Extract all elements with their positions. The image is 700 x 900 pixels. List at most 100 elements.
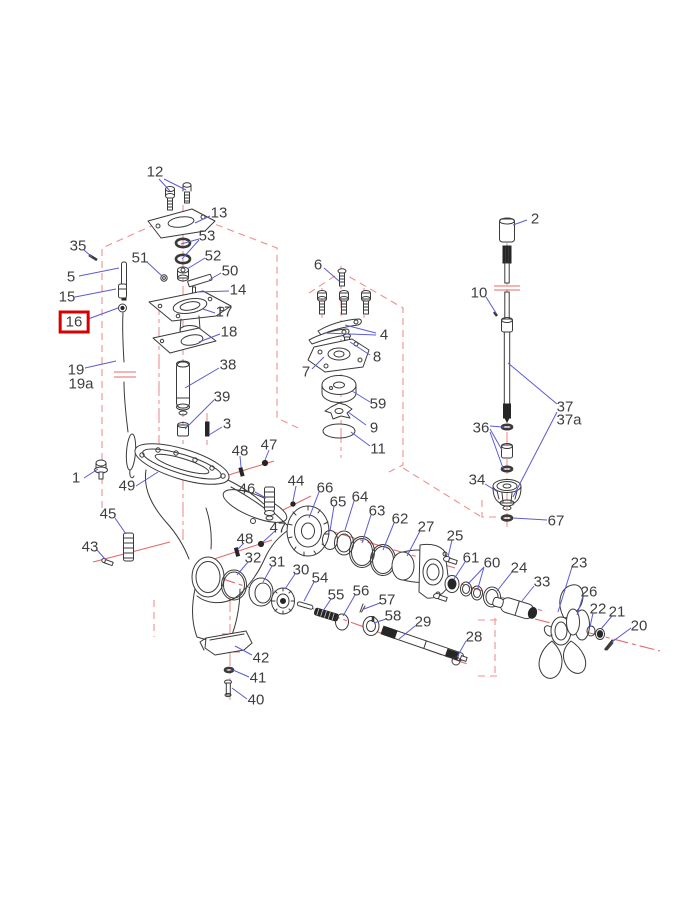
ring-56-drawing	[335, 613, 349, 631]
part-label-40[interactable]: 40	[247, 691, 265, 709]
part-label-37[interactable]: 37	[556, 398, 574, 416]
spacer-33-drawing	[492, 596, 538, 620]
part-label-63[interactable]: 63	[368, 502, 386, 520]
part-label-17[interactable]: 17	[215, 303, 233, 321]
bolt-1-drawing	[94, 459, 108, 480]
part-label-26[interactable]: 26	[580, 583, 598, 601]
water-pump-group	[307, 268, 371, 439]
part-label-2[interactable]: 2	[530, 210, 540, 228]
part-label-66[interactable]: 66	[316, 479, 334, 497]
ring-32-drawing	[221, 569, 247, 601]
part-label-67[interactable]: 67	[547, 512, 565, 530]
part-label-8[interactable]: 8	[372, 348, 382, 366]
washer-41-drawing	[223, 666, 235, 674]
part-label-25[interactable]: 25	[446, 527, 464, 545]
part-label-33[interactable]: 33	[533, 573, 551, 591]
part-label-15[interactable]: 15	[58, 288, 76, 306]
part-label-13[interactable]: 13	[210, 204, 228, 222]
part-label-7[interactable]: 7	[301, 363, 311, 381]
part-label-41[interactable]: 41	[249, 669, 267, 687]
pin-10-drawing	[492, 311, 499, 317]
washer-22-drawing	[586, 625, 596, 637]
part-label-45[interactable]: 45	[99, 505, 117, 523]
part-label-60[interactable]: 60	[483, 554, 501, 572]
spacer-26-drawing	[566, 608, 590, 641]
part-label-48-lower[interactable]: 48	[236, 530, 254, 548]
links-4-drawing	[308, 318, 362, 345]
part-label-6[interactable]: 6	[313, 256, 323, 274]
plate-13-drawing	[147, 208, 216, 239]
part-label-16-selected[interactable]: 16	[58, 310, 90, 334]
part-label-19a[interactable]: 19a	[68, 375, 94, 393]
part-label-23[interactable]: 23	[570, 554, 588, 572]
part-label-5[interactable]: 5	[66, 268, 76, 286]
part-label-47-upper[interactable]: 47	[260, 436, 278, 454]
bolt-40-drawing	[224, 679, 232, 698]
part-label-14[interactable]: 14	[229, 281, 247, 299]
part-label-12[interactable]: 12	[146, 163, 164, 181]
part-label-20[interactable]: 20	[630, 617, 648, 635]
washers-60-drawing	[460, 581, 483, 601]
bushing-15-drawing	[118, 283, 127, 299]
part-label-9[interactable]: 9	[369, 419, 379, 437]
part-label-27[interactable]: 27	[417, 518, 435, 536]
part-label-43[interactable]: 43	[81, 538, 99, 556]
part-label-30[interactable]: 30	[292, 561, 310, 579]
part-label-21[interactable]: 21	[608, 603, 626, 621]
part-label-59[interactable]: 59	[369, 395, 387, 413]
part-label-46[interactable]: 46	[238, 480, 256, 498]
part-label-32[interactable]: 32	[244, 549, 262, 567]
part-label-44[interactable]: 44	[287, 472, 305, 490]
part-label-38[interactable]: 38	[219, 356, 237, 374]
part-label-57[interactable]: 57	[378, 591, 396, 609]
nut-21-drawing	[595, 628, 605, 640]
nut-16-drawing	[118, 303, 127, 313]
part-label-4[interactable]: 4	[379, 326, 389, 344]
part-label-64[interactable]: 64	[351, 488, 369, 506]
part-label-31[interactable]: 31	[268, 553, 286, 571]
part-label-49[interactable]: 49	[118, 477, 136, 495]
part-label-54[interactable]: 54	[311, 569, 329, 587]
part-label-42[interactable]: 42	[252, 649, 270, 667]
part-label-18[interactable]: 18	[220, 323, 238, 341]
part-label-36[interactable]: 36	[472, 419, 490, 437]
part-label-47-lower[interactable]: 47	[269, 519, 287, 537]
part-label-19[interactable]: 19	[67, 361, 85, 379]
part-label-29[interactable]: 29	[414, 613, 432, 631]
part-label-52[interactable]: 52	[204, 247, 222, 265]
gearcase-housing-group	[94, 443, 296, 698]
driveshaft-37-drawing	[501, 245, 513, 424]
spacer-52-drawing	[177, 266, 189, 282]
part-label-48-upper[interactable]: 48	[231, 442, 249, 460]
part-label-11[interactable]: 11	[370, 440, 386, 458]
part-label-35[interactable]: 35	[69, 237, 87, 255]
part-label-22[interactable]: 22	[589, 600, 607, 618]
key-50-drawing	[187, 273, 213, 288]
part-label-1[interactable]: 1	[71, 469, 81, 487]
part-label-39[interactable]: 39	[213, 388, 231, 406]
part-label-58[interactable]: 58	[384, 607, 402, 625]
part-label-28[interactable]: 28	[465, 628, 483, 646]
part-label-61[interactable]: 61	[462, 549, 480, 567]
part-label-65[interactable]: 65	[329, 493, 347, 511]
part-label-56[interactable]: 56	[352, 582, 370, 600]
part-label-10[interactable]: 10	[470, 284, 488, 302]
bolt-43-drawing	[101, 558, 114, 567]
gear-66-drawing	[286, 505, 330, 557]
part-label-3[interactable]: 3	[222, 415, 232, 433]
part-label-53[interactable]: 53	[198, 227, 216, 245]
part-label-24[interactable]: 24	[510, 559, 528, 577]
shift-rod-19-drawing	[122, 312, 129, 433]
nut-28-drawing	[451, 656, 461, 666]
part-label-37a[interactable]: 37a	[556, 411, 582, 429]
part-label-51[interactable]: 51	[131, 249, 149, 267]
part-label-55[interactable]: 55	[327, 586, 345, 604]
cup-59-drawing	[321, 375, 357, 403]
part-label-50[interactable]: 50	[221, 262, 239, 280]
gear-train-group	[221, 505, 538, 666]
part-label-34[interactable]: 34	[468, 471, 486, 489]
part-label-62[interactable]: 62	[391, 510, 409, 528]
